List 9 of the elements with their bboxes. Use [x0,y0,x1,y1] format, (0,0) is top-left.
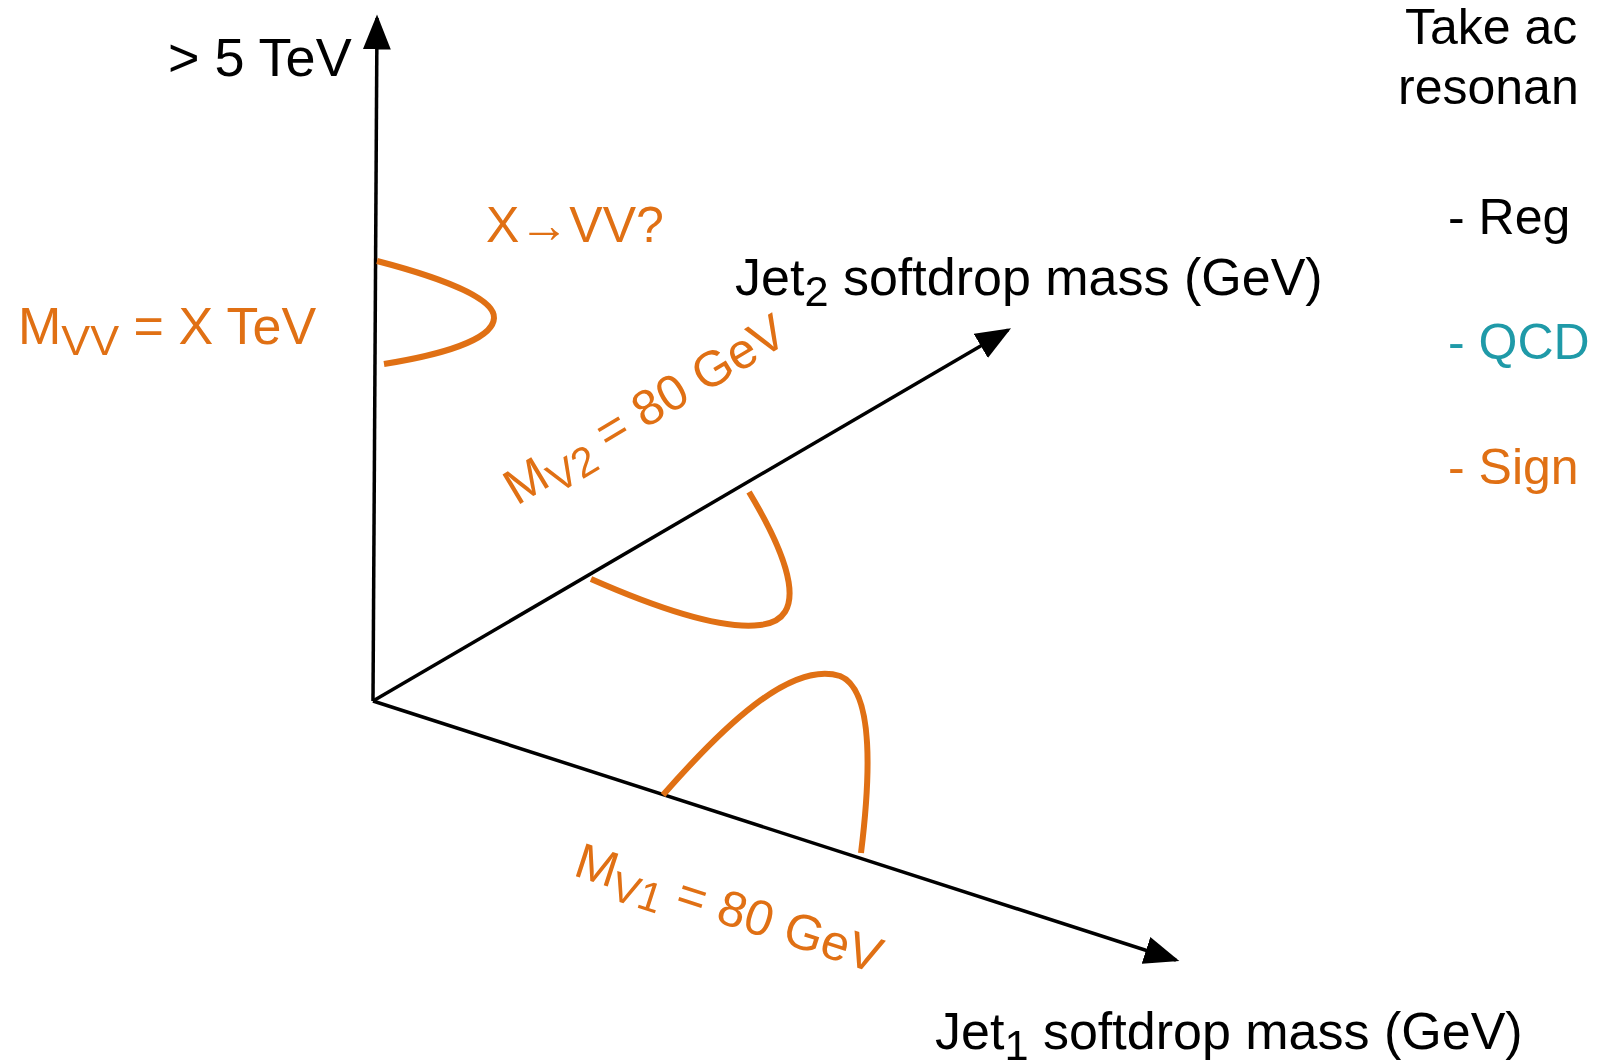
bullet-item: - QCD [1448,317,1590,367]
text-line: Take ac [1405,2,1578,52]
axis-title: Jet$_{1}$ softdrop mass (GeV) [935,1005,1523,1062]
process-label: X→VV? [486,200,664,250]
bullet-item: - Reg [1448,192,1571,242]
axis-tick-label: > 5 TeV [168,30,352,84]
mass-label: M$_{VV}$ = X TeV [18,300,317,363]
text-line: resonan [1398,62,1579,112]
bullet-item: - Sign [1448,442,1579,492]
